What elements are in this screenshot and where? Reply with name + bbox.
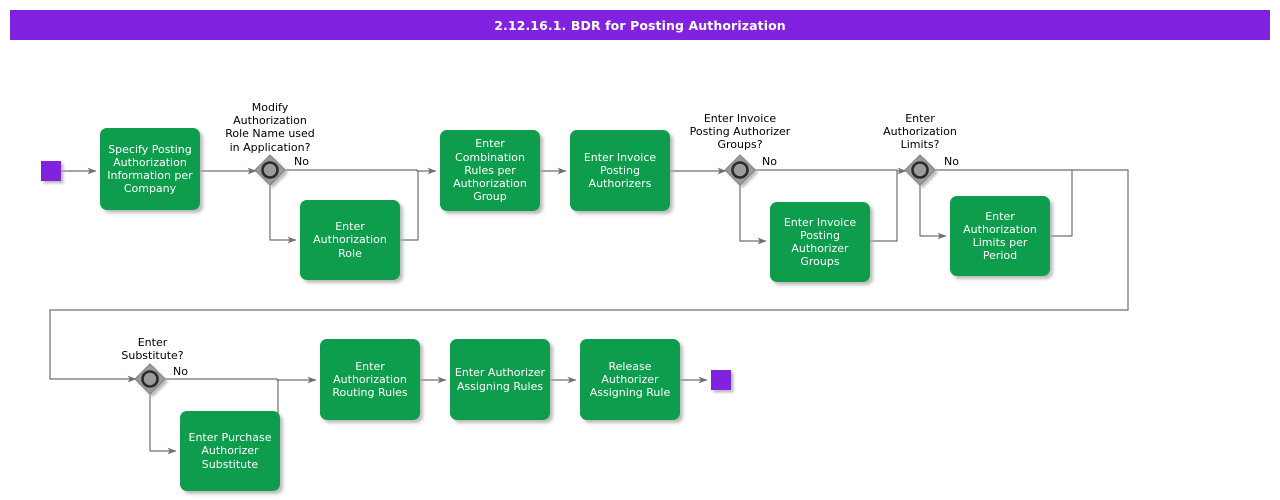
task-enter-combination-rules[interactable] xyxy=(440,130,540,211)
conn-gw2-no-to-gw3 xyxy=(754,167,907,175)
gateway-enter-substitute-marker-icon xyxy=(141,370,159,388)
task-enter-authorization-limits-per-period[interactable] xyxy=(950,196,1050,276)
conn-gw1-yes-to-role xyxy=(269,184,297,244)
page-title: 2.12.16.1. BDR for Posting Authorization xyxy=(494,17,786,33)
task-enter-purchase-authorizer-substitute[interactable] xyxy=(180,411,280,491)
gateway-enter-invoice-posting-authorizer-groups[interactable] xyxy=(724,154,756,186)
end-event[interactable] xyxy=(711,370,731,390)
task-enter-invoice-posting-authorizers[interactable] xyxy=(570,130,670,211)
gateway-modify-authorization-role-name[interactable] xyxy=(254,154,286,186)
conn-limits-to-loop xyxy=(1050,170,1073,237)
task-release-authorizer-assigning-rule[interactable] xyxy=(580,339,680,420)
conn-role-to-combination xyxy=(400,171,419,241)
gateway-enter-invoice-posting-authorizer-groups-marker-icon xyxy=(731,161,749,179)
gateway-enter-authorization-limits[interactable] xyxy=(904,154,936,186)
connector-layer xyxy=(49,167,1129,455)
conn-gw3-no-loop xyxy=(49,169,1129,383)
shape-layer xyxy=(41,128,1050,491)
conn-groups-to-gw3 xyxy=(870,171,898,242)
task-enter-authorization-role[interactable] xyxy=(300,200,400,280)
conn-gw2-yes-to-groups xyxy=(739,184,767,245)
gateway-modify-authorization-role-name-marker-icon xyxy=(261,161,279,179)
task-enter-authorization-routing-rules[interactable] xyxy=(320,339,420,420)
conn-gw3-yes-to-limits xyxy=(919,184,947,240)
task-enter-invoice-posting-authorizer-groups[interactable] xyxy=(770,202,870,282)
start-event[interactable] xyxy=(41,161,61,181)
gateway-enter-substitute[interactable] xyxy=(134,363,166,395)
conn-gw4-yes-to-substitute xyxy=(149,393,177,455)
task-enter-authorizer-assigning-rules[interactable] xyxy=(450,339,550,420)
conn-gw1-no-to-combination xyxy=(284,167,437,175)
gateway-enter-authorization-limits-marker-icon xyxy=(911,161,929,179)
conn-gw4-no-to-routing xyxy=(164,376,317,384)
diagram-title-bar: 2.12.16.1. BDR for Posting Authorization xyxy=(10,10,1270,40)
task-specify-posting-auth-info[interactable] xyxy=(100,128,200,210)
